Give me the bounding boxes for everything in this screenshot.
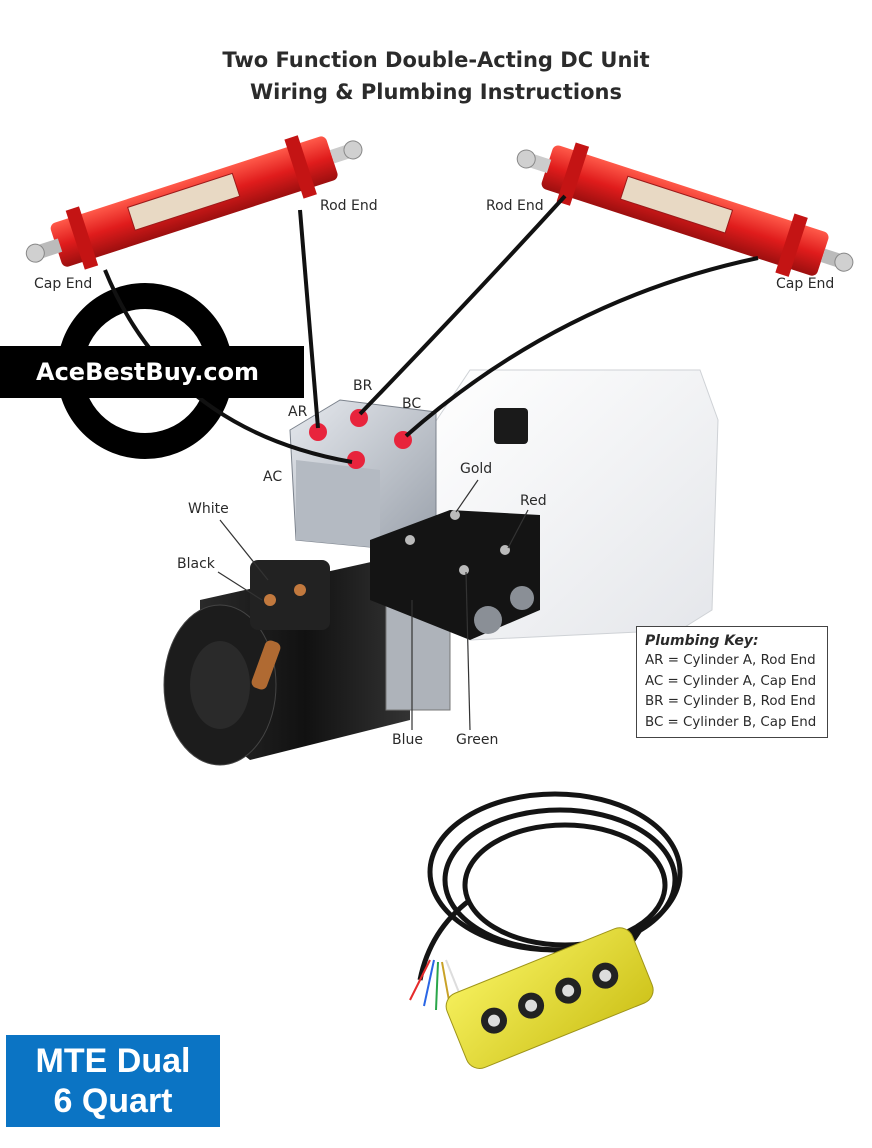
label-br: BR: [353, 378, 373, 394]
port-br: [350, 409, 368, 427]
watermark-banner: AceBestBuy.com: [0, 346, 304, 398]
plumbing-key: Plumbing Key: AR = Cylinder A, Rod End A…: [636, 626, 828, 738]
plumbing-key-row: AR = Cylinder A, Rod End: [645, 653, 816, 668]
port-ar: [309, 423, 327, 441]
label-cap-end-right: Cap End: [776, 276, 834, 292]
plumbing-key-row: AC = Cylinder A, Cap End: [645, 673, 817, 689]
cylinder-b: [516, 142, 854, 277]
label-black: Black: [177, 556, 216, 572]
label-bc: BC: [402, 396, 421, 412]
plumbing-key-title: Plumbing Key:: [645, 633, 759, 649]
label-gold: Gold: [460, 461, 492, 477]
plumbing-key-row: BR = Cylinder B, Rod End: [645, 694, 816, 709]
label-green: Green: [456, 732, 498, 748]
label-rod-end-left: Rod End: [320, 198, 378, 214]
label-rod-end-right: Rod End: [486, 198, 544, 214]
port-ac: [347, 451, 365, 469]
badge-line-1: MTE Dual: [35, 1042, 191, 1080]
label-ar: AR: [288, 404, 308, 420]
label-red: Red: [520, 493, 547, 509]
manifold-block: [289, 399, 437, 549]
label-ac: AC: [263, 469, 282, 485]
hose-ar: [298, 209, 320, 429]
badge-line-2: 6 Quart: [53, 1082, 173, 1120]
hose-bc: [404, 256, 759, 438]
wire-leaders: [217, 479, 529, 731]
label-white: White: [188, 501, 229, 517]
title-line-1: Two Function Double-Acting DC Unit: [222, 48, 650, 72]
label-cap-end-left: Cap End: [34, 276, 92, 292]
diagram-title: Two Function Double-Acting DC Unit Wirin…: [0, 44, 872, 108]
model-badge: MTE Dual 6 Quart: [6, 1035, 220, 1127]
pendant-controller: [445, 927, 654, 1069]
label-blue: Blue: [392, 732, 423, 748]
dc-motor: [163, 560, 451, 766]
plumbing-key-row: BC = Cylinder B, Cap End: [645, 714, 817, 730]
title-line-2: Wiring & Plumbing Instructions: [250, 80, 622, 104]
cylinder-a: [25, 135, 363, 270]
hose-br: [358, 194, 567, 416]
pendant-cable: [417, 791, 683, 982]
